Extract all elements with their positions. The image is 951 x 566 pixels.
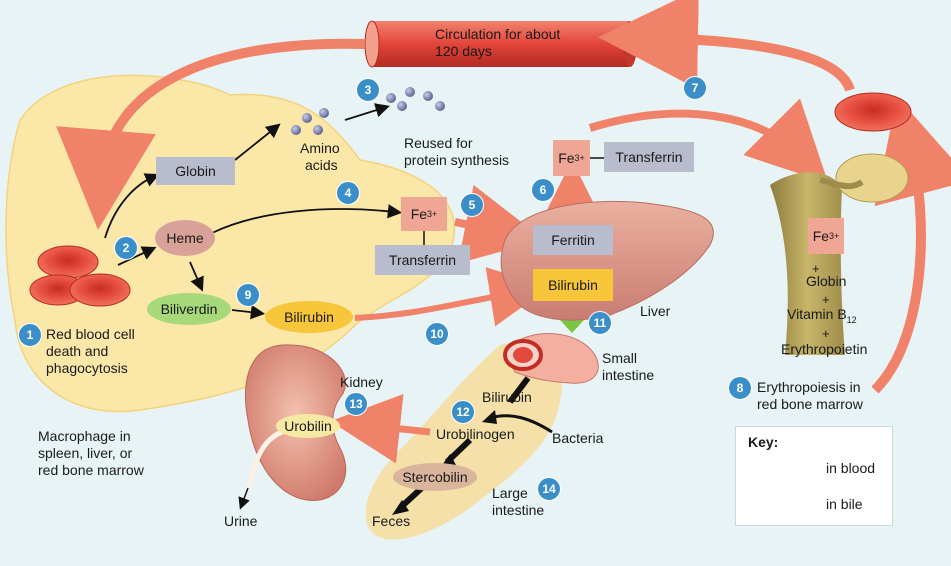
globin-box: Globin (156, 157, 235, 185)
arrow-marrow-to-rbc (871, 96, 951, 394)
transferrin-box-top: Transferrin (604, 142, 694, 172)
bone-shaft (770, 172, 845, 355)
small-intestine-label-2: intestine (602, 367, 655, 383)
step-badge-2: 2 (114, 236, 138, 260)
circulation-label-line2: 120 days (435, 43, 492, 59)
heme-oval: Heme (155, 220, 215, 256)
rbc-dying-1 (37, 245, 99, 279)
step-badge-9: 9 (236, 283, 260, 307)
step-badge-11: 11 (588, 311, 612, 335)
vessel-end-right (623, 21, 637, 67)
legend-key (735, 426, 893, 526)
key-blood-label: in blood (826, 460, 876, 476)
fe-superscript: 3+ (829, 231, 840, 241)
fe-text: Fe (558, 150, 575, 166)
fe-text: Fe (812, 228, 830, 244)
marrow-plus-3: + (822, 326, 830, 341)
rbc-dying-3 (69, 273, 131, 307)
urobilinogen-label: Urobilinogen (436, 426, 515, 442)
bacteria-label: Bacteria (552, 430, 604, 446)
rbc-death-label-3: phagocytosis (46, 360, 128, 376)
fe-superscript: 3+ (574, 153, 585, 163)
bone-head (835, 153, 909, 203)
step-badge-4: 4 (336, 181, 360, 205)
erythropoiesis-label-2: red bone marrow (757, 396, 863, 412)
key-bile-label: in bile (826, 496, 863, 512)
urine-label: Urine (224, 513, 258, 529)
step-badge-8: 8 (728, 376, 752, 400)
reused-label-1: Reused for (404, 135, 473, 151)
bilirubin-liver-box: Bilirubin (533, 269, 613, 301)
stercobilin-oval: Stercobilin (393, 463, 477, 491)
step-badge-5: 5 (460, 193, 484, 217)
vitamin-subscript: 12 (846, 314, 857, 325)
liver-label: Liver (640, 303, 671, 319)
reused-label-2: protein synthesis (404, 152, 510, 168)
marrow-plus-2: + (822, 292, 830, 307)
step-badge-14: 14 (537, 477, 561, 501)
erythropoiesis-label-1: Erythropoiesis in (757, 379, 861, 395)
amino-label-1: Amino (300, 140, 340, 156)
arrow-bilirubin-to-liver (354, 267, 550, 327)
rbc-death-label-1: Red blood cell (46, 326, 135, 342)
arrow-urobilinogen-to-kidney (330, 393, 431, 464)
large-intestine-label-2: intestine (492, 502, 545, 518)
step-badge-3: 3 (356, 78, 380, 102)
fe-text: Fe (410, 206, 428, 222)
bilirubin-intestine-label: Bilirubin (482, 389, 532, 405)
rbc-death-label-2: death and (46, 343, 109, 359)
fe-superscript: 3+ (427, 209, 438, 219)
step-badge-12: 12 (451, 400, 475, 424)
small-intestine-label-1: Small (602, 350, 638, 366)
step-badge-10: 10 (425, 322, 449, 346)
macrophage-label-1: Macrophage in (38, 428, 131, 444)
ferritin-box: Ferritin (533, 225, 613, 255)
bilirubin-oval: Bilirubin (265, 301, 353, 333)
arrow-rbc-to-circulation (598, 0, 855, 92)
erythropoietin-label: Erythropoietin (781, 341, 868, 357)
kidney-label: Kidney (340, 374, 383, 390)
step-badge-6: 6 (531, 178, 555, 202)
marrow-globin-label: Globin (806, 273, 847, 289)
biliverdin-oval: Biliverdin (147, 293, 231, 325)
feces-label: Feces (372, 513, 411, 529)
step-badge-1: 1 (18, 323, 42, 347)
vitamin-text: Vitamin B (787, 306, 847, 322)
macrophage-label-3: red bone marrow (38, 462, 144, 478)
circulation-label-line1: Circulation for about (435, 26, 561, 42)
rbc-new (834, 92, 912, 132)
large-intestine-label-1: Large (492, 485, 528, 501)
transferrin-box-center: Transferrin (375, 245, 470, 275)
step-badge-7: 7 (683, 76, 707, 100)
key-title: Key: (748, 434, 779, 450)
liver-organ (500, 200, 714, 321)
amino-label-2: acids (305, 157, 338, 173)
marrow-plus-1: + (812, 261, 820, 276)
macrophage-label-2: spleen, liver, or (38, 445, 133, 461)
arrow-fe-to-liver (454, 184, 545, 264)
urobilin-oval: Urobilin (276, 414, 340, 438)
step-badge-13: 13 (344, 392, 368, 416)
vitamin-label: Vitamin B12 (787, 306, 857, 329)
ureter (245, 429, 284, 491)
arrow-circulation-to-macrophage (56, 38, 366, 230)
blood-vessel (370, 21, 632, 67)
vessel-end-left (364, 20, 380, 68)
arrow-transferrin-to-marrow (588, 98, 829, 184)
